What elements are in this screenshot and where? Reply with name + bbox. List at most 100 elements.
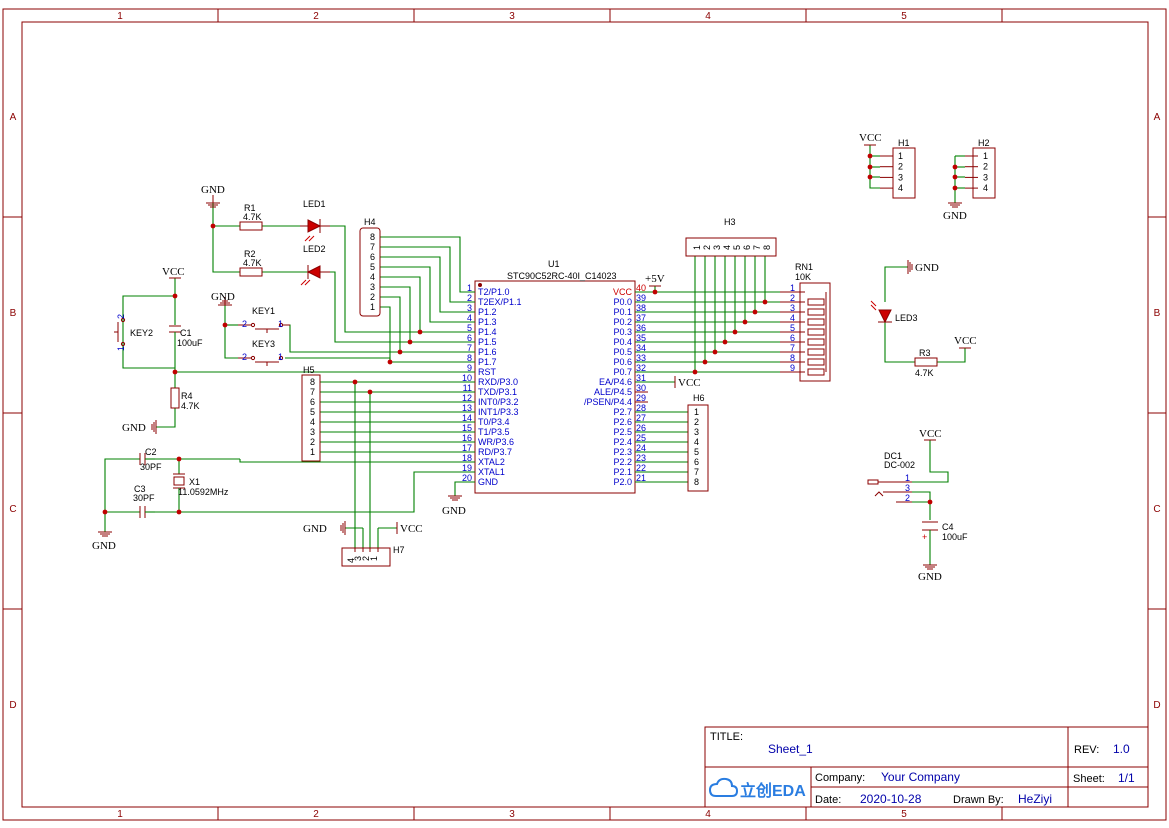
r2-resistor[interactable]: R2 4.7K (239, 249, 263, 277)
u1-pin-num-31: 31 (636, 373, 646, 383)
u1-pin-name-38: P0.1 (613, 307, 632, 317)
dc1-jack[interactable]: DC1 DC-002 1 3 2 (867, 451, 915, 503)
dc1-pin-2: 2 (905, 493, 910, 503)
key3-ref: KEY3 (252, 339, 275, 349)
col-label-2-bottom: 2 (313, 809, 319, 820)
r3-resistor[interactable]: R3 4.7K (914, 348, 938, 378)
h7-pin-3: 3 (353, 556, 363, 561)
vcc-label-h7: VCC (400, 523, 423, 535)
c3-capacitor[interactable]: C3 30PF (133, 484, 155, 518)
u1-pin-num-28: 28 (636, 403, 646, 413)
vcc-label-h1: VCC (859, 132, 882, 144)
x1-crystal[interactable]: X1 11.0592MHz (173, 473, 229, 497)
u1-right-pins: 40VCC39P0.038P0.137P0.236P0.335P0.434P0.… (584, 283, 648, 487)
key1-button[interactable]: KEY1 2 1 (238, 306, 290, 333)
p5v-symbol: +5V (645, 273, 665, 287)
r1-resistor[interactable]: R1 4.7K (239, 203, 263, 231)
rn1-pin-9: 9 (790, 363, 795, 373)
rn1-pin-5: 5 (790, 323, 795, 333)
u1-pin-num-21: 21 (636, 473, 646, 483)
c4-capacitor[interactable]: + C4 100uF (922, 521, 968, 542)
u1-pin-num-13: 13 (462, 403, 472, 413)
u1-pin-name-6: P1.5 (478, 337, 497, 347)
vcc-symbol-ea: VCC (674, 376, 701, 389)
u1-pin-num-20: 20 (462, 473, 472, 483)
gnd-symbol-h7: GND (303, 521, 346, 535)
gnd-symbol-led3: GND (907, 260, 939, 274)
gnd-symbol-keys: GND (211, 291, 235, 306)
led1-diode[interactable]: LED1 (300, 199, 330, 242)
u1-pin-num-37: 37 (636, 313, 646, 323)
h4-pin-3: 3 (370, 282, 375, 292)
key2-ref: KEY2 (130, 328, 153, 338)
company-label: Company: (815, 772, 865, 784)
u1-pin-name-9: RST (478, 367, 497, 377)
u1-pin-name-24: P2.3 (613, 447, 632, 457)
u1-pin-name-17: RD/P3.7 (478, 447, 512, 457)
u1-pin-num-2: 2 (467, 293, 472, 303)
h5-pin-6: 6 (310, 397, 315, 407)
h3-pin-5: 5 (732, 245, 742, 250)
h7-header[interactable]: 4 3 2 1 H7 (341, 545, 405, 567)
u1-pin-name-33: P0.6 (613, 357, 632, 367)
h6-ref: H6 (693, 393, 705, 403)
vcc-label-dc1: VCC (919, 428, 942, 440)
h3-pin-2: 2 (702, 245, 712, 250)
company-value: Your Company (881, 770, 960, 784)
u1-pin-name-8: P1.7 (478, 357, 497, 367)
rn1-pin-3: 3 (790, 303, 795, 313)
frame-column-labels: 1 2 3 4 5 1 2 3 4 5 (117, 11, 907, 820)
u1-pin-name-21: P2.0 (613, 477, 632, 487)
led2-diode[interactable]: LED2 (300, 244, 330, 286)
r4-ref: R4 (181, 391, 193, 401)
r4-resistor[interactable]: R4 4.7K (170, 387, 200, 411)
rn1-pin-7: 7 (790, 343, 795, 353)
r1-value: 4.7K (243, 212, 262, 222)
vcc-symbol-h1: VCC (859, 132, 882, 146)
key3-pin-b: 1 (278, 352, 283, 362)
key3-button[interactable]: KEY3 2 1 (238, 339, 284, 366)
row-label-a: A (10, 112, 17, 123)
h6-pin-2: 2 (694, 417, 699, 427)
p5v-label: +5V (645, 273, 665, 285)
row-label-d-right: D (1153, 700, 1160, 711)
u1-pin-num-6: 6 (467, 333, 472, 343)
c1-capacitor[interactable]: C1 100uF (169, 325, 203, 348)
r2-value: 4.7K (243, 258, 262, 268)
h3-pin-7: 7 (752, 245, 762, 250)
c4-value: 100uF (942, 532, 968, 542)
gnd-label-r1: GND (201, 184, 225, 196)
vcc-label-ea: VCC (678, 377, 701, 389)
sheet-value: 1/1 (1118, 771, 1135, 785)
h6-pin-5: 5 (694, 447, 699, 457)
h6-pin-3: 3 (694, 427, 699, 437)
h3-pin-1: 1 (692, 245, 702, 250)
junctions (102, 153, 958, 515)
u1-pin-num-27: 27 (636, 413, 646, 423)
u1-pin-num-5: 5 (467, 323, 472, 333)
cloud-icon (708, 777, 739, 797)
gnd-label-u1: GND (442, 505, 466, 517)
u1-pin-name-19: XTAL1 (478, 467, 505, 477)
u1-pin-name-31: EA/P4.6 (599, 377, 632, 387)
rn1-pin-2: 2 (790, 293, 795, 303)
u1-pin-num-7: 7 (467, 343, 472, 353)
p0-wires (635, 256, 780, 373)
led3-diode[interactable]: LED3 (870, 300, 918, 324)
key2-button[interactable]: KEY2 2 1 (114, 314, 153, 351)
drawn-by-value: HeZiyi (1018, 792, 1052, 806)
h3-pin-4: 4 (722, 245, 732, 250)
h5-pin-1: 1 (310, 447, 315, 457)
dc1-value: DC-002 (884, 460, 915, 470)
u1-pin-num-10: 10 (462, 373, 472, 383)
col-label-1: 1 (117, 11, 123, 22)
c2-capacitor[interactable]: C2 30PF (139, 447, 162, 472)
